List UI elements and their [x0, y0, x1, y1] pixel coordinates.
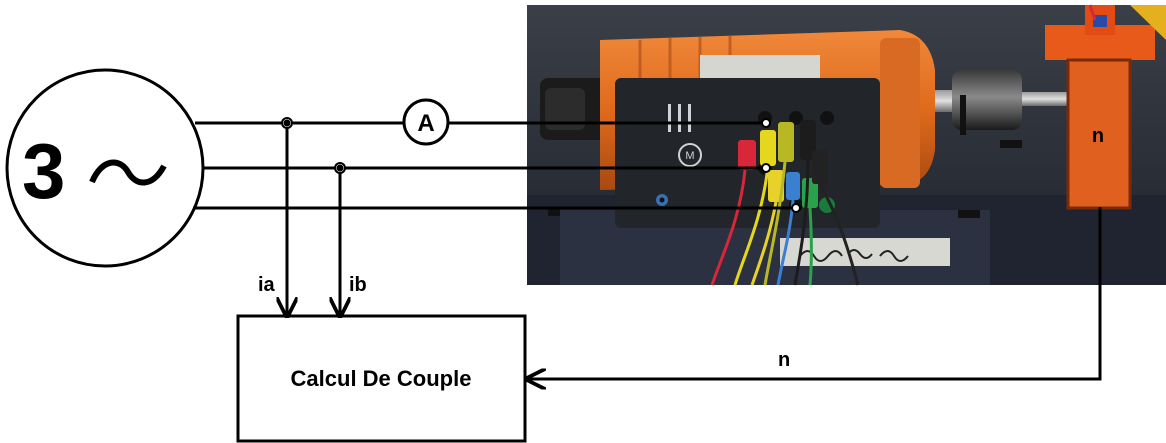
- motor-photo: M: [527, 4, 1166, 286]
- speed-signal-line: [527, 207, 1102, 379]
- junction-dot-ib-core: [336, 164, 344, 172]
- speed-signal-label: n: [778, 349, 790, 371]
- junction-dot-ia-core: [283, 119, 291, 127]
- ammeter-label: A: [417, 110, 434, 137]
- svg-text:M: M: [685, 150, 694, 162]
- torque-block-label: Calcul De Couple: [291, 366, 472, 391]
- terminal-dot-3: [791, 203, 801, 213]
- source-phase-count: 3: [22, 127, 65, 215]
- sine-wave-icon: [89, 159, 167, 186]
- current-ia-label: ia: [258, 274, 276, 296]
- current-ib-label: ib: [349, 274, 367, 296]
- speed-sensor-label: n: [1092, 125, 1104, 147]
- terminal-dot-2: [761, 163, 771, 173]
- ammeter-circle: [402, 98, 450, 146]
- terminal-dot-1: [761, 118, 771, 128]
